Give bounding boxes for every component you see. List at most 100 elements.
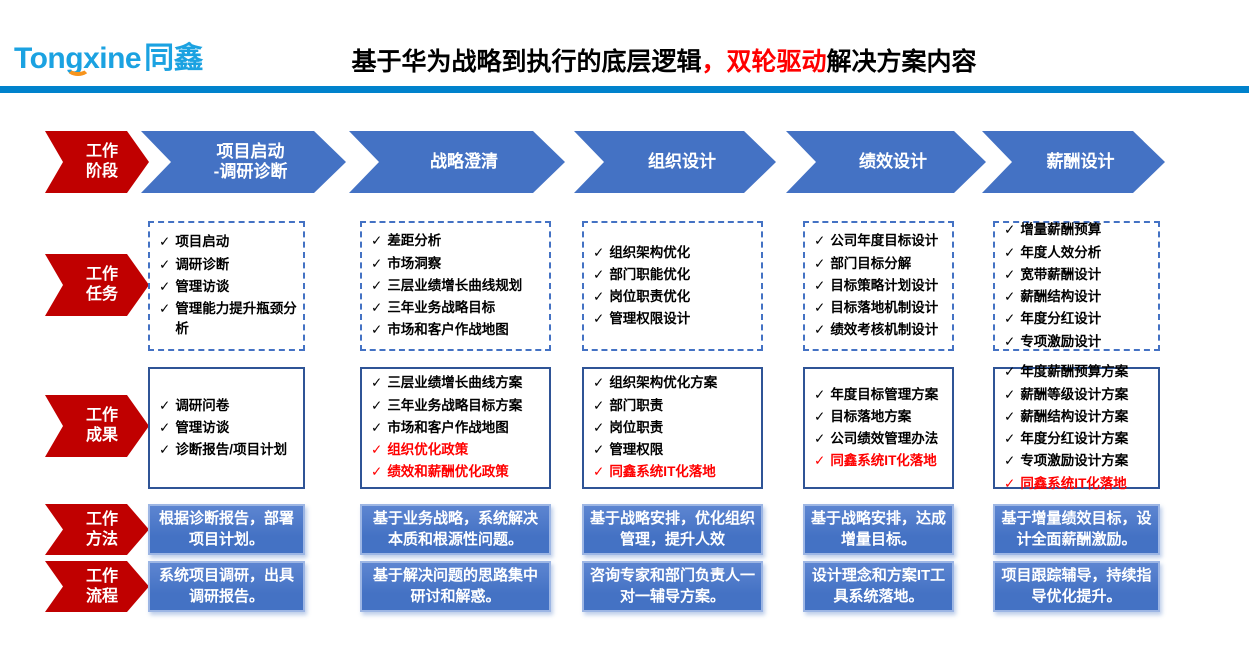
check-icon: ✓ [371, 464, 383, 480]
check-icon: ✓ [371, 419, 383, 435]
result-item: ✓同鑫系统IT化落地 [593, 462, 756, 482]
check-icon: ✓ [1004, 244, 1016, 260]
task-item: ✓增量薪酬预算 [1004, 220, 1153, 240]
work-stages-row: 工作 阶段 项目启动-调研诊断战略澄清组织设计绩效设计薪酬设计 [0, 131, 1249, 193]
check-icon: ✓ [814, 277, 826, 293]
result-box-1: ✓调研问卷✓管理访谈✓诊断报告/项目计划 [148, 367, 305, 489]
row-label-line: 流程 [85, 587, 118, 605]
result-item: ✓薪酬结构设计方案 [1004, 407, 1153, 427]
check-icon: ✓ [159, 278, 171, 294]
result-item-text: 公司绩效管理办法 [830, 431, 939, 446]
check-icon: ✓ [159, 234, 171, 250]
check-icon: ✓ [1004, 386, 1016, 402]
check-icon: ✓ [1004, 289, 1016, 304]
check-icon: ✓ [371, 322, 383, 338]
work-results-row: 工作 成果 ✓调研问卷✓管理访谈✓诊断报告/项目计划✓三层业绩增长曲线方案✓三年… [0, 364, 1249, 491]
task-item-text: 专项激励设计 [1020, 333, 1102, 349]
result-item-text: 年度目标管理方案 [830, 386, 939, 402]
check-icon: ✓ [1004, 364, 1016, 380]
logo-smile-icon [66, 60, 90, 76]
check-icon: ✓ [593, 464, 605, 480]
check-icon: ✓ [814, 322, 826, 338]
task-box-5: ✓增量薪酬预算✓年度人效分析✓宽带薪酬设计✓薪酬结构设计✓年度分红设计✓专项激励… [993, 221, 1160, 351]
process-box-3: 咨询专家和部门负责人一对一辅导方案。 [582, 561, 763, 612]
task-item-text: 部门职能优化 [609, 266, 691, 282]
check-icon: ✓ [159, 301, 171, 317]
task-item: ✓公司年度目标设计 [814, 231, 947, 251]
row-label-line: 任务 [85, 286, 118, 303]
logo-cjk: 同鑫 [144, 42, 204, 75]
process-box-2: 基于解决问题的思路集中研讨和解惑。 [360, 561, 551, 612]
task-box-3: ✓组织架构优化 ✓ 部门职能优化 ✓岗位职责优化✓管理权限设计 [582, 221, 763, 351]
result-item: ✓三年业务战略目标方案 [371, 396, 544, 416]
task-item: ✓目标落地机制设计 [814, 298, 947, 318]
task-item-text: 绩效考核机制设计 [830, 322, 939, 338]
title-part-red: ，双轮驱动 [701, 48, 827, 76]
stage-arrow-label: 项目启动 [216, 141, 285, 161]
check-icon: ✓ [1004, 475, 1016, 491]
method-box-5: 基于增量绩效目标，设计全面薪酬激励。 [993, 504, 1160, 555]
result-item: ✓年度分红设计方案 [1004, 429, 1153, 449]
stage-arrow-4: 绩效设计 [786, 131, 986, 193]
check-icon: ✓ [593, 311, 605, 327]
check-icon: ✓ [593, 375, 605, 391]
result-item: ✓管理权限 [593, 440, 756, 460]
stage-arrow-label: -调研诊断 [213, 162, 288, 181]
check-icon: ✓ [159, 256, 171, 272]
task-item-text: 部门目标分解 [830, 255, 912, 271]
task-box-2: ✓差距分析✓市场洞察✓三层业绩增长曲线规划✓三年业务战略目标✓市场和客户作战地图 [360, 221, 551, 351]
task-item-text: 市场和客户作战地图 [387, 322, 509, 338]
check-icon: ✓ [814, 255, 826, 271]
check-icon: ✓ [1004, 333, 1016, 349]
method-box-1: 根据诊断报告，部署项目计划。 [148, 504, 305, 555]
result-item: ✓调研问卷 [159, 396, 298, 416]
result-item-text: 同鑫系统IT化落地 [1020, 475, 1127, 491]
task-item: ✓组织架构优化 [593, 243, 756, 263]
result-item-text: 年度分红设计方案 [1020, 431, 1129, 446]
work-process-row: 工作 流程 系统项目调研，出具调研报告。基于解决问题的思路集中研讨和解惑。咨询专… [0, 561, 1249, 612]
task-item-text: 项目启动 [175, 234, 230, 250]
task-item-text: 目标落地机制设计 [830, 300, 939, 316]
result-item-text: 绩效和薪酬优化政策 [387, 464, 509, 480]
stage-arrow-2: 战略澄清 [349, 131, 565, 193]
result-item-text: 市场和客户作战地图 [387, 419, 509, 435]
task-item: ✓三年业务战略目标 [371, 298, 544, 318]
result-item-text: 调研问卷 [175, 397, 230, 413]
task-item: ✓管理访谈 [159, 277, 298, 297]
task-item-text: 三层业绩增长曲线规划 [387, 277, 523, 293]
result-item: ✓公司绩效管理办法 [814, 429, 947, 449]
method-box-2: 基于业务战略，系统解决本质和根源性问题。 [360, 504, 551, 555]
row-label-line: 成果 [85, 427, 118, 444]
task-item-text: 薪酬结构设计 [1020, 289, 1102, 304]
task-item-text: 增量薪酬预算 [1020, 222, 1102, 238]
check-icon: ✓ [1004, 408, 1016, 424]
check-icon: ✓ [593, 419, 605, 435]
result-item-text: 年度薪酬预算方案 [1020, 364, 1129, 380]
row-label-line: 工作 [85, 407, 118, 424]
result-item-text: 三层业绩增长曲线方案 [387, 375, 523, 391]
row-label-line: 工作 [85, 567, 118, 585]
check-icon: ✓ [814, 300, 826, 316]
check-icon: ✓ [1004, 266, 1016, 282]
result-item-text: 薪酬等级设计方案 [1020, 386, 1129, 402]
method-box-4: 基于战略安排，达成增量目标。 [803, 504, 954, 555]
check-icon: ✓ [159, 442, 171, 458]
row-label-line: 工作 [85, 510, 118, 528]
row-label-work-result: 工作 成果 [45, 395, 149, 457]
check-icon: ✓ [371, 255, 383, 271]
task-item: ✓部门目标分解 [814, 254, 947, 274]
result-item: ✓三层业绩增长曲线方案 [371, 373, 544, 393]
result-item: ✓管理访谈 [159, 418, 298, 438]
result-item-text: 组织架构优化方案 [609, 375, 718, 391]
work-methods-row: 工作 方法 根据诊断报告，部署项目计划。基于业务战略，系统解决本质和根源性问题。… [0, 504, 1249, 555]
result-item: ✓诊断报告/项目计划 [159, 440, 298, 460]
task-item: ✓岗位职责优化 [593, 287, 756, 307]
task-item: ✓ 薪酬结构设计 [1004, 287, 1153, 307]
row-label-line: 工作 [85, 143, 118, 160]
task-item-text: 三年业务战略目标 [387, 300, 496, 316]
header-divider [0, 86, 1249, 93]
task-item: ✓管理权限设计 [593, 309, 756, 329]
check-icon: ✓ [1004, 222, 1016, 238]
result-item: ✓年度薪酬预算方案 [1004, 362, 1153, 382]
